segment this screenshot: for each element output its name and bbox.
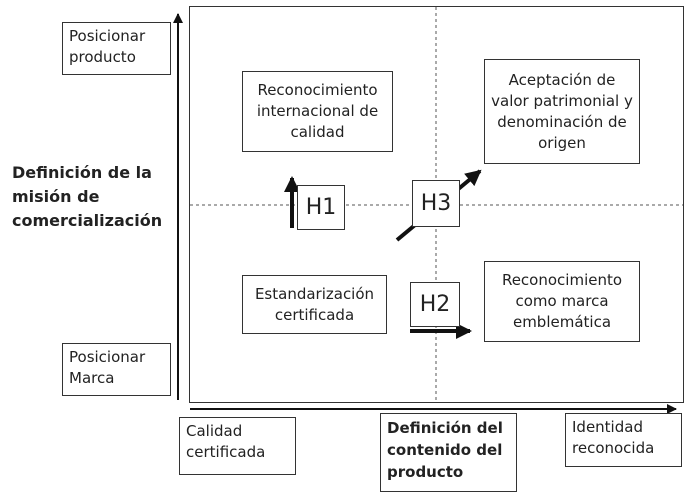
y-axis-title: Definición de la misión de comercializac… bbox=[12, 163, 163, 230]
matrix-frame bbox=[189, 6, 684, 403]
quadrant-bottom-right: Reconocimiento como marca emblemática bbox=[484, 261, 640, 342]
hypothesis-h1: H1 bbox=[297, 185, 345, 230]
x-axis-title: Definición del contenido del producto bbox=[380, 413, 517, 492]
hypothesis-h3: H3 bbox=[412, 180, 460, 227]
y-axis-bottom-label: Posicionar Marca bbox=[62, 343, 171, 396]
quadrant-top-left: Reconocimiento internacional de calidad bbox=[242, 71, 393, 152]
x-axis-right-label: Identidad reconocida bbox=[565, 413, 682, 467]
hypothesis-h2: H2 bbox=[410, 282, 460, 327]
quadrant-top-right: Aceptación de valor patrimonial y denomi… bbox=[484, 59, 640, 164]
y-axis-top-label: Posicionar producto bbox=[62, 22, 171, 75]
quadrant-bottom-left: Estandarización certificada bbox=[242, 275, 387, 334]
x-axis-left-label: Calidad certificada bbox=[179, 417, 296, 475]
